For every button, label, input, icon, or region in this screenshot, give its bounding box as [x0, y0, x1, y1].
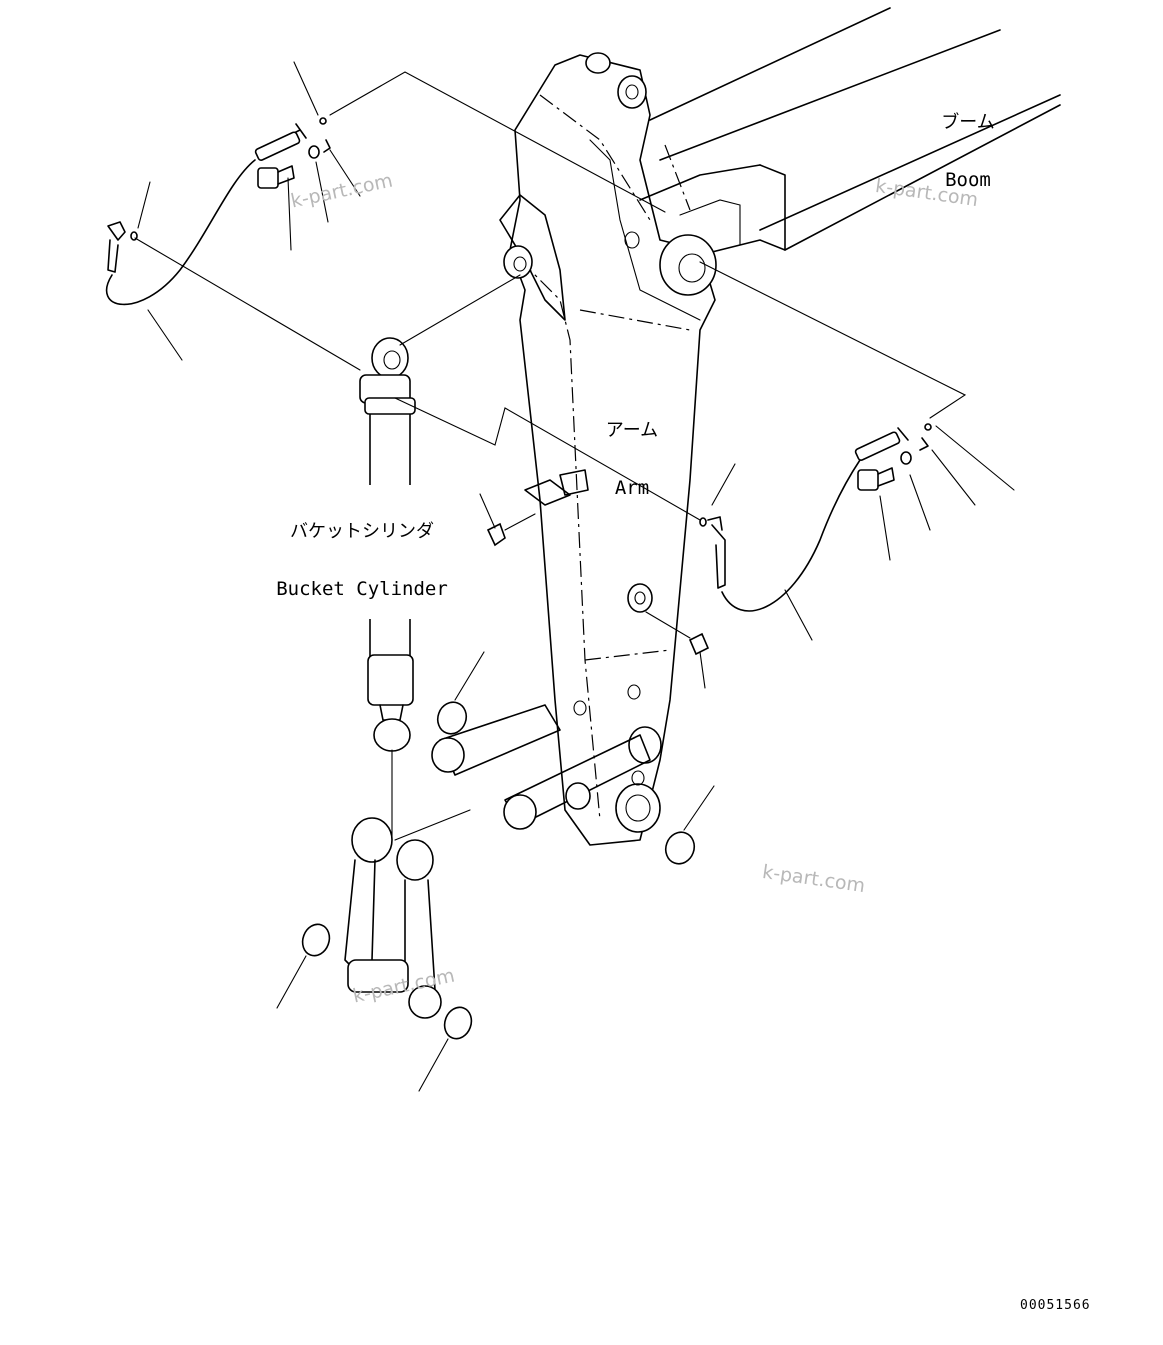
drawing-code: 00051566 [1020, 1298, 1091, 1313]
boom [639, 7, 1061, 256]
bucket-cylinder-label-en: Bucket Cylinder [276, 578, 448, 601]
grease-hose-left [105, 61, 361, 361]
boom-label-jp: ブーム [941, 111, 995, 133]
boom-label-en: Boom [945, 169, 991, 192]
bucket-link [344, 809, 471, 1019]
bucket-cylinder-label: バケットシリンダ Bucket Cylinder [262, 485, 462, 620]
leader-lines [134, 71, 967, 521]
grease-hose-right [699, 423, 1015, 641]
o-rings [276, 651, 715, 1092]
bucket-cylinder-label-jp: バケットシリンダ [290, 520, 434, 542]
boom-label: ブーム Boom [938, 76, 998, 210]
arm-label-jp: アーム [605, 419, 659, 441]
arm-label-en: Arm [614, 477, 650, 500]
links [431, 704, 651, 830]
arm-label: アーム Arm [596, 384, 668, 518]
grease-caps [479, 493, 710, 689]
